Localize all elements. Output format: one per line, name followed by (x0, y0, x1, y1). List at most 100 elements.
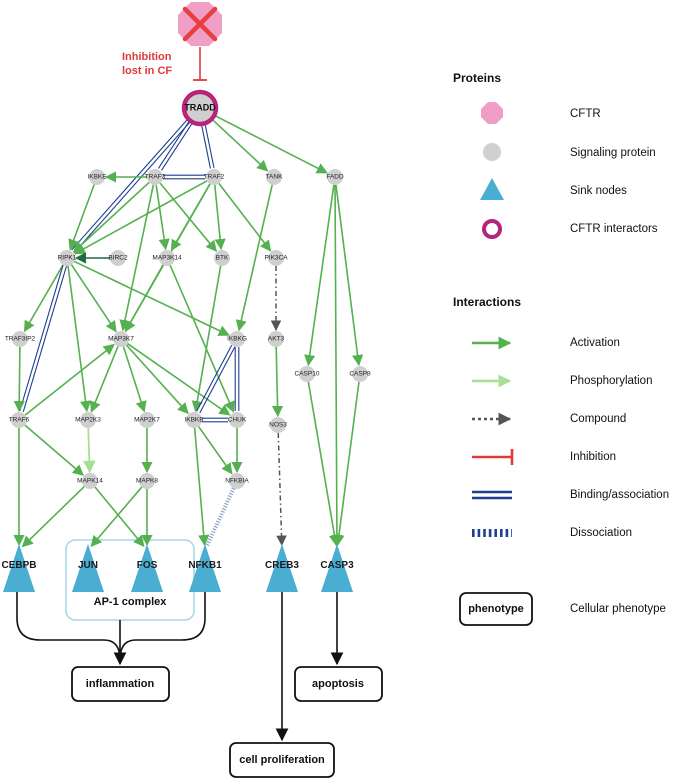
ring-icon (482, 219, 502, 239)
protein-label-casp8: CASP8 (349, 371, 371, 378)
phenotype-cell-proliferation: cell proliferation (229, 742, 335, 778)
inhibition-edge (193, 47, 207, 81)
inhibition-bar-icon (472, 449, 514, 465)
sink-label-fos: FOS (137, 560, 158, 571)
edge-nos3-creb3 (276, 432, 287, 547)
protein-label-traf6: TRAF6 (9, 417, 30, 424)
legend-item-cftr-interactors: CFTR interactors (570, 223, 658, 235)
edge-tradd-tank (211, 118, 269, 172)
edge-ikbkb-nfkb1 (193, 427, 210, 547)
inhibition-note-line1: Inhibition (122, 51, 172, 63)
protein-label-nos3: NOS3 (269, 422, 287, 429)
legend-item-phosphorylation: Phosphorylation (570, 375, 652, 387)
sink-node-cebpb: CEBPB (1, 544, 37, 592)
protein-label-ikbkb: IKBKB (184, 417, 203, 424)
sink-label-creb3: CREB3 (265, 560, 299, 571)
sink-label-jun: JUN (78, 560, 98, 571)
protein-label-btk: BTK (216, 255, 229, 262)
sink-nodes: CEBPB JUN FOS NFKB1 CREB3 CASP3 (1, 544, 354, 592)
phenotype-label-apoptosis: apoptosis (312, 678, 364, 690)
edge-ripk1-traf6 (22, 266, 67, 413)
protein-node-traf3: TRAF3 (145, 169, 166, 185)
edge-map2k3-mapk14 (83, 427, 96, 474)
protein-label-ikbke: IKBKE (87, 174, 107, 181)
protein-label-fadd: FADD (326, 174, 344, 181)
protein-node-nfkbia: NFKBIA (225, 473, 249, 489)
phenotype-inflammation: inflammation (71, 666, 170, 702)
sink-label-casp3: CASP3 (320, 560, 354, 571)
protein-label-traf2: TRAF2 (204, 174, 225, 181)
edge-nfkb1-inflammation (119, 592, 206, 661)
protein-node-map3k14: MAP3K14 (152, 250, 182, 266)
protein-node-chuk: CHUK (228, 412, 247, 428)
edge-casp8-casp3 (333, 381, 360, 547)
edge-cebpb-inflammation (16, 592, 121, 661)
sink-node-nfkb1: NFKB1 (188, 544, 222, 592)
edge-ripk1-map3k7 (70, 264, 117, 333)
edge-traf2-ripk1 (73, 180, 208, 255)
phenotype-label-cell-proliferation: cell proliferation (239, 754, 325, 766)
edge-ikbke-ripk1 (68, 184, 95, 251)
protein-node-pik3ca: PIK3CA (264, 250, 288, 266)
protein-label-pik3ca: PIK3CA (264, 255, 288, 262)
sink-node-creb3: CREB3 (265, 544, 299, 592)
edge-map3k14-chuk (169, 265, 235, 413)
tradd-label: TRADD (184, 102, 216, 112)
protein-node-tank: TANK (266, 169, 283, 185)
protein-node-birc2: BIRC2 (108, 250, 128, 266)
edge-mapk14-cebpb (21, 486, 85, 548)
edge-ripk1-ikbkg (73, 260, 230, 336)
inhibition-note-line2: lost in CF (122, 65, 172, 77)
protein-node-map2k3: MAP2K3 (75, 412, 101, 428)
edge-ripk1-traf6 (19, 265, 64, 412)
protein-label-map3k14: MAP3K14 (152, 255, 182, 262)
edge-akt3-nos3 (271, 346, 284, 418)
edge-fadd-casp10 (304, 184, 335, 367)
edge-ikbkg-ikbkb (199, 346, 236, 414)
edge-traf6-map3k7 (24, 343, 115, 416)
edge-nfkbia-nfkb1 (205, 487, 236, 547)
protein-label-ripk1: RIPK1 (58, 255, 77, 262)
protein-node-btk: BTK (214, 250, 230, 266)
legend-item-sink-nodes: Sink nodes (570, 185, 627, 197)
protein-label-birc2: BIRC2 (108, 255, 128, 262)
circle-icon (483, 143, 501, 161)
legend-item-compound: Compound (570, 413, 626, 425)
edge-mapk14-fos (94, 486, 145, 548)
cftr-node (178, 2, 222, 46)
protein-label-map2k3: MAP2K3 (75, 417, 101, 424)
protein-node-mapk8: MAPK8 (136, 473, 158, 489)
sink-label-cebpb: CEBPB (1, 560, 36, 571)
phenotype-apoptosis: apoptosis (294, 666, 383, 702)
protein-node-ikbkb: IKBKB (184, 412, 204, 428)
edge-btk-ikbkb (191, 265, 222, 413)
edge-fadd-casp8 (335, 184, 364, 367)
edge-casp10-casp3 (307, 381, 340, 547)
edge-traf3-ripk1 (72, 181, 150, 253)
phenotype-label-inflammation: inflammation (86, 678, 155, 690)
sink-label-nfkb1: NFKB1 (188, 560, 222, 571)
legend-phenotype-box (459, 592, 533, 626)
protein-label-mapk14: MAPK14 (77, 478, 103, 485)
legend: Proteins CFTR Signaling protein Sink nod… (453, 71, 669, 626)
legend-item-activation: Activation (570, 337, 620, 349)
legend-proteins-heading: Proteins (453, 71, 501, 85)
edge-ripk1-traf3ip2 (23, 264, 64, 333)
cross-icon (182, 6, 218, 42)
edge-traf3ip2-traf6 (13, 346, 25, 413)
inhibition-note: Inhibition lost in CF (122, 51, 175, 77)
legend-item-dissociation: Dissociation (570, 527, 632, 539)
sink-node-fos: FOS (131, 544, 163, 592)
octagon-icon (481, 102, 503, 124)
edge-tradd-traf3 (160, 122, 194, 171)
protein-label-akt3: AKT3 (268, 336, 285, 343)
legend-item-cftr: CFTR (570, 108, 601, 120)
protein-node-casp10: CASP10 (295, 366, 320, 382)
protein-label-map2k7: MAP2K7 (134, 417, 160, 424)
edge-map3k7-map2k7 (122, 346, 147, 413)
edge-tank-ikbkg (235, 184, 273, 332)
sink-node-jun: JUN (72, 544, 104, 592)
tradd-node: TRADD (181, 89, 219, 127)
protein-node-akt3: AKT3 (268, 331, 285, 347)
